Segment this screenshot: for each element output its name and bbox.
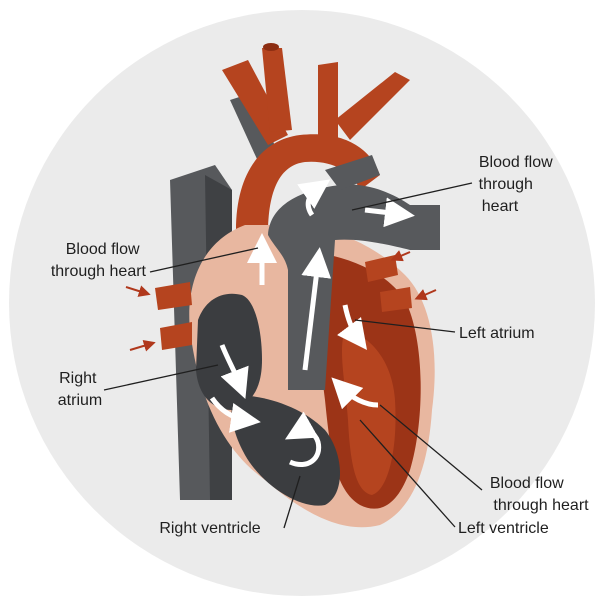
aorta-branch-center-opening xyxy=(263,43,279,51)
label-left-atrium: Left atrium xyxy=(459,325,535,342)
aorta-branch-right xyxy=(318,62,338,140)
label-right-ventricle: Right ventricle xyxy=(159,520,260,537)
right-atrium-chamber xyxy=(196,294,262,410)
label-left-ventricle: Left ventricle xyxy=(458,520,549,537)
